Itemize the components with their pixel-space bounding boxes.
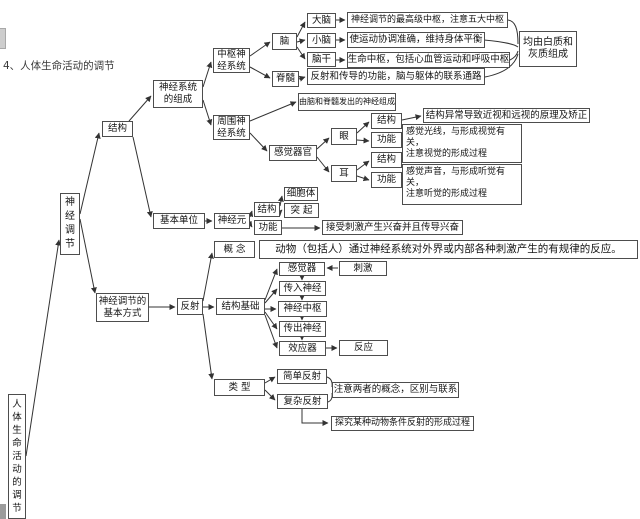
- node-nerve-center: 神经中枢: [278, 301, 327, 317]
- node-ear-structure: 结构: [371, 152, 402, 168]
- node-efferent-nerve: 传出神经: [279, 321, 326, 337]
- node-concept: 概 念: [214, 241, 255, 258]
- screen-artifact-bottom: [0, 504, 6, 519]
- node-nervous-regulation: 神经调节: [60, 193, 80, 255]
- node-eye: 眼: [331, 128, 357, 145]
- node-root-regulation: 人体生命活动的调节: [8, 394, 26, 519]
- node-stimulus: 刺激: [339, 261, 387, 276]
- note-cerebellum-function: 使运动协调准确，维持身体平衡: [347, 32, 485, 48]
- node-brain: 脑: [272, 33, 297, 50]
- note-ear-function: 感觉声音，与形成听觉有关， 注意听觉的形成过程: [402, 164, 522, 205]
- node-response: 反应: [339, 340, 388, 356]
- node-processes: 突 起: [284, 203, 319, 218]
- note-reflex-concept: 动物（包括人）通过神经系统对外界或内部各种刺激产生的有规律的反应。: [259, 240, 638, 259]
- node-eye-function: 功能: [371, 132, 402, 148]
- node-structural-basis: 结构基础: [216, 298, 265, 315]
- node-ear: 耳: [331, 165, 357, 182]
- node-spinal-cord: 脊髓: [272, 71, 299, 87]
- node-cerebellum: 小脑: [307, 33, 336, 48]
- node-cell-body: 细胞体: [284, 187, 318, 201]
- node-basic-unit: 基本单位: [153, 213, 205, 229]
- node-neuron: 神经元: [214, 213, 250, 229]
- node-sensory-organs: 感觉器官: [269, 145, 317, 161]
- node-complex-reflex: 复杂反射: [277, 394, 328, 409]
- node-neuron-function: 功能: [254, 220, 282, 235]
- node-nervous-system-composition: 神经系统的组成: [153, 80, 203, 108]
- page-title: 4、人体生命活动的调节: [3, 60, 115, 73]
- note-brainstem-function: 生命中枢，包括心血管运动和呼吸中枢: [347, 52, 510, 68]
- node-central-nervous-system: 中枢神经系统: [213, 48, 250, 73]
- connectors: [25, 17, 519, 457]
- node-eye-structure: 结构: [371, 113, 402, 129]
- node-reflex: 反射: [177, 298, 203, 315]
- node-basic-mode: 神经调节的基本方式: [96, 293, 149, 322]
- node-peripheral-nervous-system: 周围神经系统: [213, 115, 250, 140]
- node-receptor: 感觉器: [279, 262, 325, 276]
- note-white-grey-matter: 均由白质和灰质组成: [519, 31, 577, 67]
- note-cerebrum-function: 神经调节的最高级中枢，注意五大中枢: [347, 12, 508, 28]
- node-effector: 效应器: [279, 341, 326, 356]
- note-spinal-cord-function: 反射和传导的功能，脑与躯体的联系通路: [307, 68, 485, 85]
- node-cerebrum: 大脑: [307, 13, 336, 28]
- node-simple-reflex: 简单反射: [277, 369, 327, 384]
- note-conditioned-reflex-inquiry: 探究某种动物条件反射的形成过程: [331, 416, 474, 431]
- note-eye-function: 感觉光线，与形成视觉有关， 注意视觉的形成过程: [402, 124, 522, 163]
- node-ear-function: 功能: [371, 172, 402, 188]
- note-myopia-hyperopia: 结构异常导致近视和远视的原理及矫正: [423, 108, 590, 123]
- node-neuron-structure: 结构: [254, 202, 280, 217]
- note-reflex-type-comparison: 注意两者的概念，区别与联系: [332, 382, 459, 398]
- node-structure: 结构: [102, 121, 133, 137]
- node-type: 类 型: [214, 379, 265, 396]
- note-peripheral-composition: 由脑和脊髓发出的神经组成: [298, 93, 396, 111]
- note-neuron-function: 接受刺激产生兴奋并且传导兴奋: [322, 220, 463, 235]
- screen-artifact-top: [0, 28, 6, 49]
- node-afferent-nerve: 传入神经: [279, 281, 326, 296]
- node-brainstem: 脑干: [307, 52, 336, 67]
